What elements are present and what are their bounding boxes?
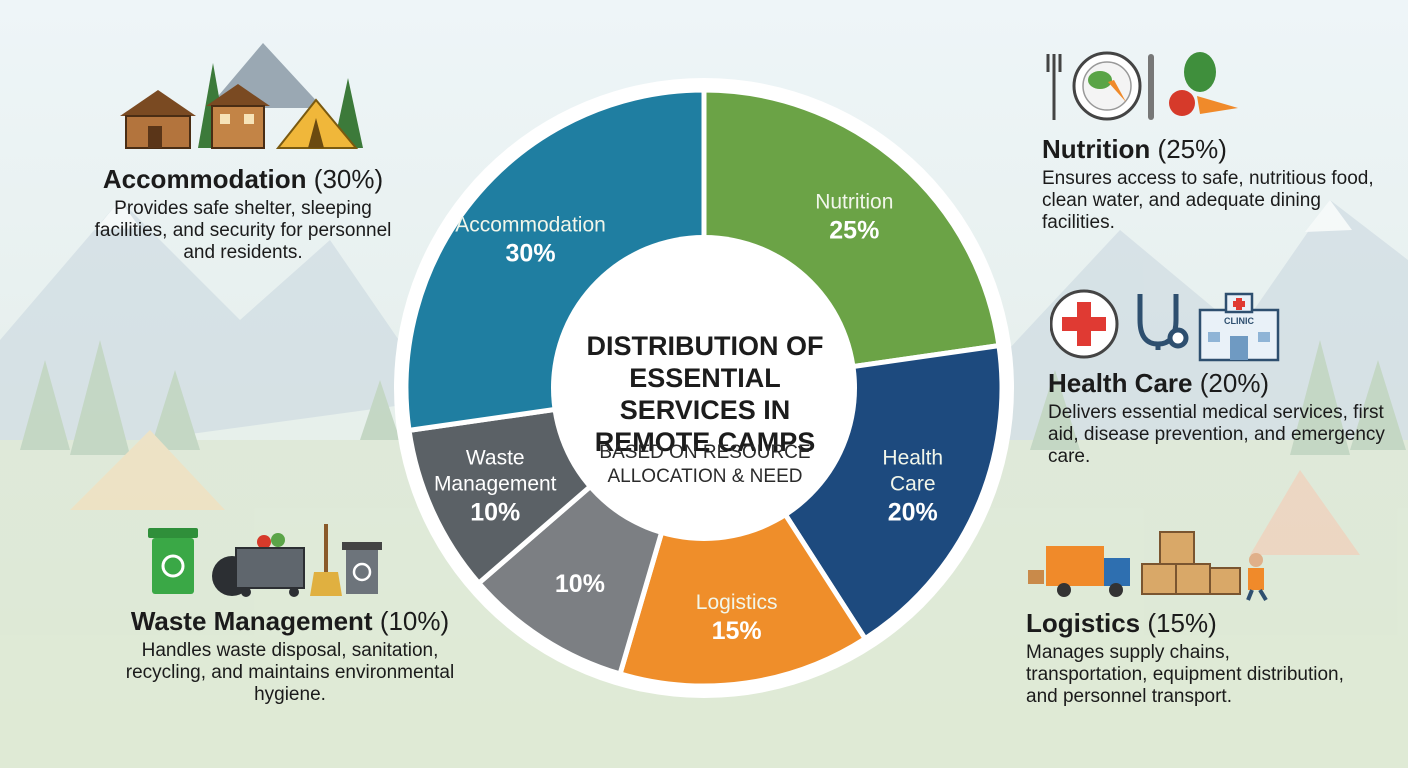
logistics-percent: (15%) — [1147, 608, 1217, 638]
slice-label-health-care: Health — [882, 446, 943, 469]
waste-name: Waste Management — [130, 606, 373, 636]
health-description: Delivers essential medical services, fir… — [1048, 402, 1385, 467]
slice-value-logistics: 15% — [712, 617, 762, 645]
clinic-icon: CLINIC — [1198, 292, 1280, 362]
truck-icon — [1028, 546, 1130, 597]
nutrition-description: Ensures access to safe, nutritious food,… — [1042, 168, 1374, 233]
chart-subtitle: BASED ON RESOURCE ALLOCATION & NEED — [599, 442, 811, 487]
cabin-icon — [120, 90, 196, 149]
broom-icon — [310, 524, 342, 596]
plate-icon — [1072, 51, 1142, 121]
accommodation-description: Provides safe shelter, sleeping faciliti… — [94, 198, 392, 263]
snowcap-right — [1305, 200, 1352, 232]
nutrition-percent: (25%) — [1157, 134, 1227, 164]
tent-icon — [275, 98, 359, 149]
waste-icons — [148, 524, 382, 597]
nutrition-panel: Nutrition (25%) Ensures access to safe, … — [1042, 134, 1382, 234]
slice-value-accommodation: 30% — [506, 240, 556, 268]
slice-label-waste-management: Waste — [466, 446, 525, 469]
worker-icon — [1209, 553, 1268, 602]
house-icon — [206, 84, 270, 149]
vegetables-icon — [1169, 52, 1238, 116]
background-tent-right — [1250, 470, 1360, 555]
accommodation-percent: (30%) — [313, 164, 384, 194]
slice-label-logistics: Logistics — [696, 591, 778, 614]
slice-label-accommodation: Accommodation — [455, 214, 606, 237]
clinic-sign-text: CLINIC — [1224, 316, 1254, 326]
snowcap-left — [95, 200, 140, 230]
health-heading: Health Care (20%) — [1048, 368, 1388, 398]
pie-slices — [394, 78, 1014, 698]
waste-panel: Waste Management (10%) Handles waste dis… — [110, 606, 470, 706]
slice-value-health-care: 20% — [888, 498, 938, 526]
stethoscope-icon — [1137, 294, 1189, 350]
slice-label-nutrition: Nutrition — [815, 191, 893, 214]
recycle-bin-icon — [148, 528, 198, 594]
accommodation-heading: Accommodation (30%) — [78, 164, 408, 194]
nutrition-icons — [1046, 51, 1238, 121]
slice-label-waste-management: Management — [434, 472, 557, 495]
background-tent-left — [70, 430, 225, 510]
pie-slice-logistics — [616, 382, 869, 689]
logistics-heading: Logistics (15%) — [1026, 608, 1346, 638]
logistics-description: Manages supply chains, transportation, e… — [1026, 642, 1344, 707]
mountain-right — [980, 200, 1408, 470]
accommodation-name: Accommodation — [102, 164, 307, 194]
chart-title: DISTRIBUTION OF ESSENTIAL SERVICES IN RE… — [586, 331, 824, 457]
pie-center-hole — [551, 235, 857, 541]
slice-value-unlabeled: 10% — [555, 570, 605, 598]
waste-bin-icon — [342, 542, 382, 594]
waste-heading: Waste Management (10%) — [110, 606, 470, 636]
accommodation-panel: Accommodation (30%) Provides safe shelte… — [78, 164, 408, 264]
slice-value-waste-management: 10% — [470, 498, 520, 526]
accommodation-icons — [120, 43, 363, 149]
boxes-icon — [1141, 531, 1211, 595]
health-panel: Health Care (20%) Delivers essential med… — [1048, 368, 1388, 468]
health-name: Health Care — [1048, 368, 1193, 398]
slice-label-health-care: Care — [890, 472, 936, 495]
health-icons: CLINIC — [1050, 289, 1280, 362]
dumpster-icon — [235, 533, 305, 597]
health-percent: (20%) — [1199, 368, 1270, 398]
medical-cross-icon — [1050, 289, 1119, 359]
waste-description: Handles waste disposal, sanitation, recy… — [125, 640, 455, 705]
nutrition-heading: Nutrition (25%) — [1042, 134, 1382, 164]
knife-icon — [1148, 54, 1154, 120]
waste-percent: (10%) — [379, 606, 450, 636]
slice-value-nutrition: 25% — [829, 217, 879, 245]
forest-right — [1030, 340, 1406, 455]
logistics-icons — [1028, 531, 1268, 602]
nutrition-name: Nutrition — [1042, 134, 1151, 164]
fork-icon — [1046, 54, 1062, 120]
forest-left — [20, 340, 400, 455]
logistics-panel: Logistics (15%) Manages supply chains, t… — [1026, 608, 1346, 708]
logistics-name: Logistics — [1026, 608, 1141, 638]
